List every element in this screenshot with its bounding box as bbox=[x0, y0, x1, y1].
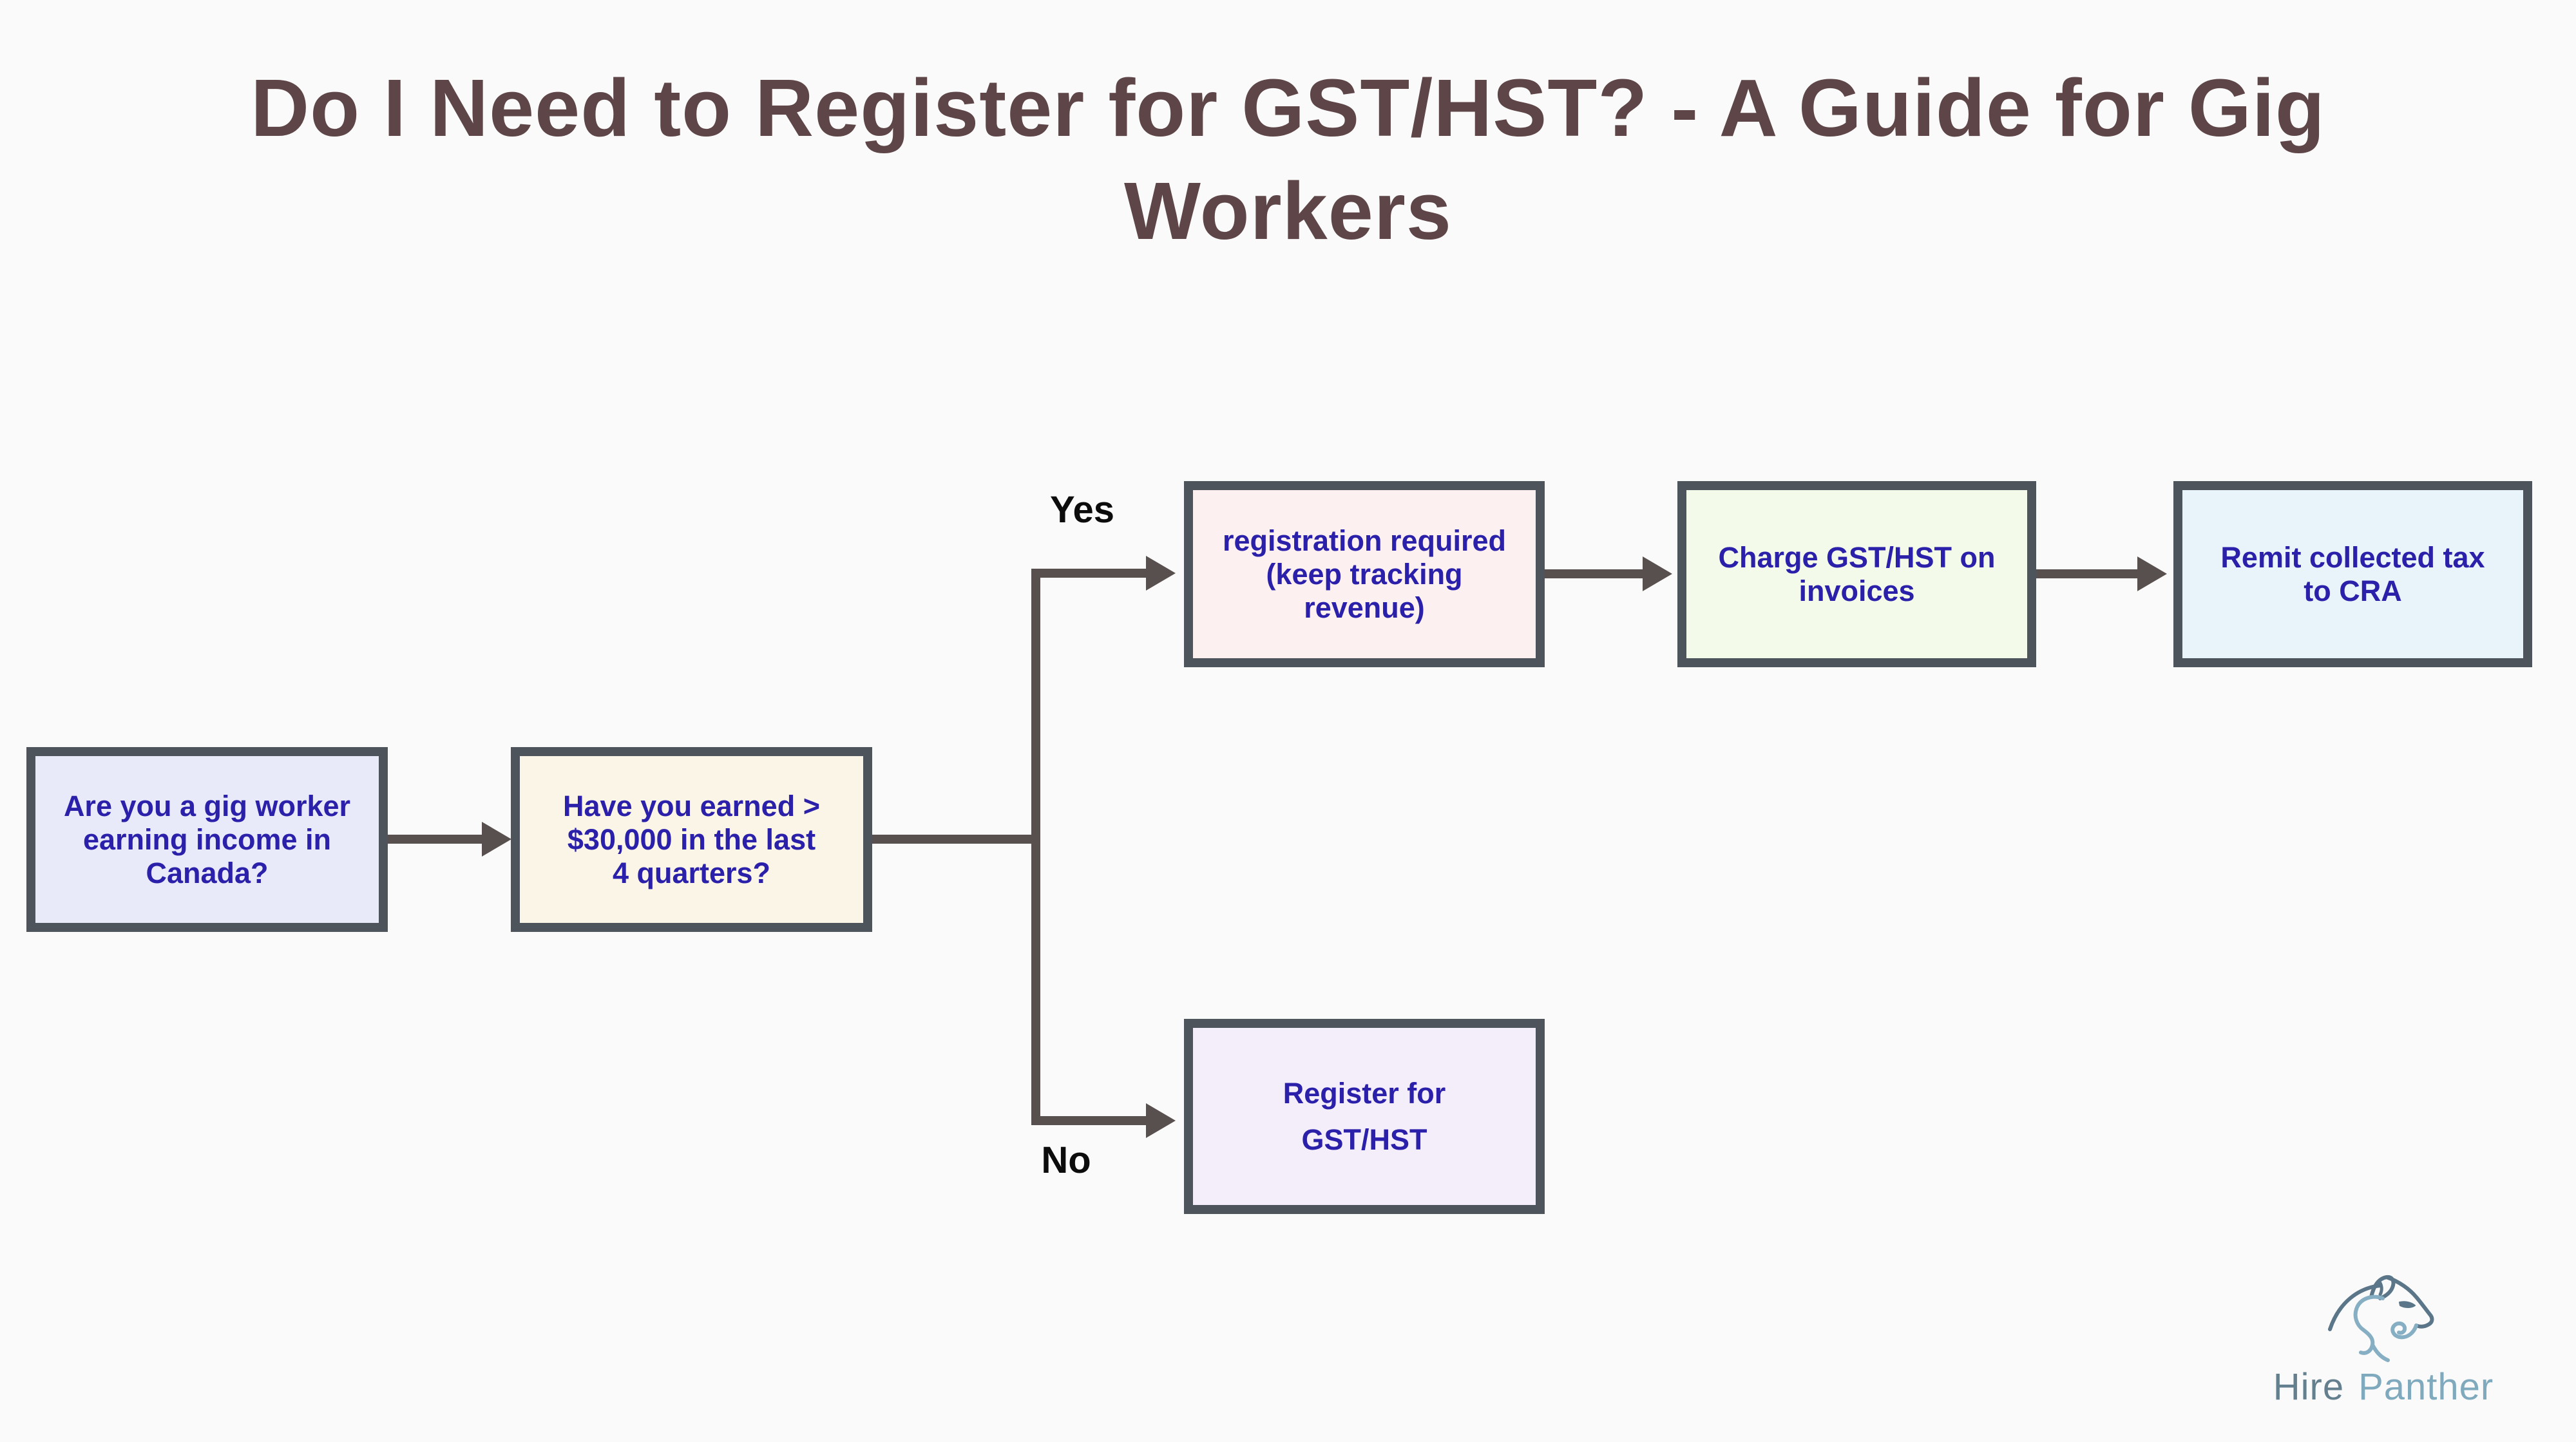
connector-line bbox=[872, 835, 1040, 844]
node-text-line: to CRA bbox=[2304, 574, 2402, 607]
node-text-line: Remit collected tax bbox=[2220, 540, 2485, 574]
node-text-line: GST/HST bbox=[1301, 1123, 1427, 1156]
connector-line bbox=[1545, 569, 1645, 578]
panther-logo-icon bbox=[2328, 1275, 2434, 1362]
node-text-line: Have you earned > bbox=[563, 789, 820, 822]
node-text-line: invoices bbox=[1798, 574, 1915, 607]
node-remit-tax: Remit collected tax to CRA bbox=[2173, 481, 2532, 667]
node-text-line: Register for bbox=[1283, 1076, 1446, 1110]
node-text-line: earning income in bbox=[82, 822, 332, 856]
connector-line bbox=[388, 835, 484, 844]
logo-word-panther: Panther bbox=[2358, 1366, 2494, 1408]
connector-line bbox=[1031, 1116, 1147, 1125]
node-text-line: (keep tracking bbox=[1266, 557, 1463, 591]
arrow-right-icon bbox=[1146, 556, 1176, 591]
node-earned-30k-question: Have you earned > $30,000 in the last 4 … bbox=[511, 747, 872, 932]
connector-line bbox=[1031, 569, 1040, 1125]
node-charge-gst: Charge GST/HST on invoices bbox=[1677, 481, 2036, 667]
no-branch-label: No bbox=[1041, 1139, 1091, 1181]
node-registration-required: registration required (keep tracking rev… bbox=[1184, 481, 1545, 667]
node-text-line: Are you a gig worker bbox=[63, 789, 351, 822]
arrow-right-icon bbox=[482, 822, 511, 857]
node-text-line: registration required bbox=[1222, 524, 1507, 557]
arrow-right-icon bbox=[1146, 1103, 1176, 1138]
logo-wordmark: Hire Panther bbox=[2273, 1365, 2494, 1409]
node-text-line: revenue) bbox=[1304, 591, 1425, 624]
arrow-right-icon bbox=[1643, 556, 1672, 591]
node-text-line: Canada? bbox=[146, 856, 269, 889]
node-text-line: $30,000 in the last bbox=[567, 822, 816, 856]
arrow-right-icon bbox=[2137, 556, 2167, 591]
connector-line bbox=[1031, 569, 1147, 578]
hire-panther-logo: Hire Panther bbox=[2216, 1267, 2551, 1409]
logo-word-hire: Hire bbox=[2273, 1366, 2345, 1408]
connector-line bbox=[2036, 569, 2139, 578]
node-register-gst: Register for GST/HST bbox=[1184, 1019, 1545, 1214]
page-title-line2: Workers bbox=[1124, 166, 1452, 256]
node-gig-worker-question: Are you a gig worker earning income in C… bbox=[26, 747, 388, 932]
node-text-line: 4 quarters? bbox=[612, 856, 771, 889]
yes-branch-label: Yes bbox=[1050, 489, 1114, 531]
page-title: Do I Need to Register for GST/HST? - A G… bbox=[0, 57, 2576, 263]
node-text-line: Charge GST/HST on bbox=[1718, 540, 1996, 574]
page-title-line1: Do I Need to Register for GST/HST? - A G… bbox=[251, 62, 2325, 153]
